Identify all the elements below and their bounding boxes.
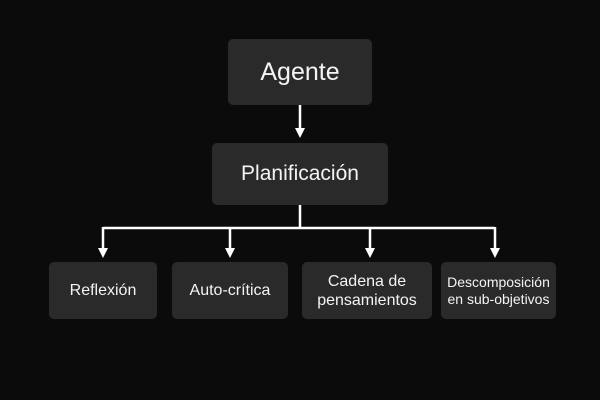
node-descomposicion-label: Descomposición en sub-objetivos (447, 273, 550, 307)
node-cadena-de-pensamientos: Cadena de pensamientos (302, 262, 432, 319)
node-planificacion: Planificación (212, 143, 388, 205)
node-auto-critica-label: Auto-crítica (189, 282, 271, 299)
node-auto-critica: Auto-crítica (172, 262, 288, 319)
node-cadena-label: Cadena de pensamientos (317, 272, 417, 309)
node-agente: Agente (228, 39, 372, 105)
node-planificacion-label: Planificación (241, 162, 359, 185)
node-reflexion: Reflexión (49, 262, 157, 319)
node-agente-label: Agente (260, 57, 340, 86)
node-reflexion-label: Reflexión (69, 282, 137, 299)
node-descomposicion: Descomposición en sub-objetivos (441, 262, 556, 319)
